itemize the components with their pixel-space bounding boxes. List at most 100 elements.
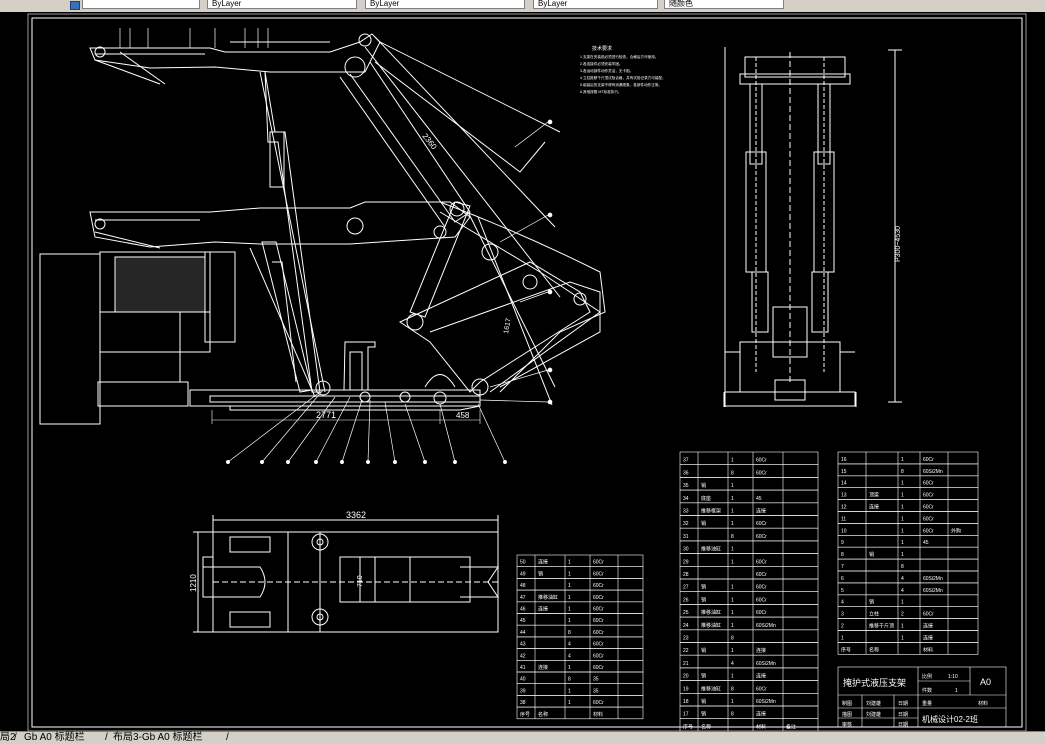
- bom-right-cell: 14: [841, 481, 847, 487]
- bom-left-row: [516, 624, 644, 638]
- bom-mid-cell: 21: [683, 661, 689, 667]
- bom-right-cell: 15: [841, 469, 847, 475]
- bom-right-cell: 1: [901, 528, 904, 534]
- bom-left-cell: 8: [568, 630, 571, 636]
- date-label: 日期: [898, 701, 908, 707]
- bom-left-row: [516, 578, 644, 591]
- bom-right-cell: 1: [841, 635, 844, 641]
- bom-mid-cell: 60Cr: [756, 572, 767, 578]
- bom-mid-cell: 销: [701, 596, 706, 603]
- bom-left-cell: 39: [520, 688, 526, 694]
- bom-mid-cell: 1: [731, 521, 734, 527]
- tab-layout2[interactable]: 局2: [0, 732, 16, 743]
- bom-mid-cell: 60Cr: [756, 559, 767, 565]
- bom-right-cell: 1: [901, 552, 904, 558]
- dim-710: 710: [357, 575, 364, 587]
- bom-mid-header-cell: 材料: [756, 723, 766, 730]
- drawn-by: 刘建雄: [866, 700, 881, 707]
- bom-right-cell: 11: [841, 516, 846, 522]
- layer-icon[interactable]: [70, 1, 80, 10]
- bom-left-header-cell: 材料: [593, 711, 603, 718]
- bom-right-cell: 1: [901, 481, 904, 487]
- plotstyle-combo[interactable]: 随颜色: [664, 0, 784, 9]
- bom-mid-cell: 8: [731, 636, 734, 642]
- bom-mid-cell: 26: [683, 597, 689, 603]
- drawing-title: 掩护式液压支架: [843, 677, 906, 688]
- bom-right-row: [837, 511, 979, 524]
- bom-mid-cell: 连接: [756, 673, 766, 680]
- bom-left-cell: 1: [568, 607, 571, 613]
- bom-right-cell: 60Cr: [923, 493, 934, 499]
- bom-right-row: [837, 487, 979, 500]
- bom-mid-cell: 1: [731, 458, 734, 464]
- bom-right-header: [837, 642, 979, 655]
- outer-frame: [27, 13, 1027, 731]
- bom-right-cell: 60Cr: [923, 457, 934, 463]
- bom-mid-header-cell: 名称: [701, 723, 711, 730]
- svg-text:4.立柱推移千斤顶试验合格，并有试验记录方可装配。: 4.立柱推移千斤顶试验合格，并有试验记录方可装配。: [580, 75, 666, 80]
- bom-mid-cell: 60Cr: [756, 610, 767, 616]
- bom-mid-cell: 1: [731, 559, 734, 565]
- bom-mid-cell: 18: [683, 699, 689, 705]
- svg-text:3.各运动部件动作灵活，无卡阻。: 3.各运动部件动作灵活，无卡阻。: [580, 68, 633, 73]
- scale-label: 比例: [922, 673, 932, 680]
- bom-left-cell: 60Cr: [593, 630, 604, 636]
- school-name: 机械设计02-2班: [922, 714, 978, 724]
- bom-mid-cell: 60Si2Mn: [756, 661, 776, 667]
- bom-left-cell: 40: [520, 677, 526, 683]
- bom-mid-row: [679, 553, 819, 567]
- bom-mid-cell: 推移油缸: [701, 546, 721, 553]
- bom-left-cell: 41: [520, 665, 526, 671]
- bom-right-row: [837, 594, 979, 607]
- bom-right-cell: 连接: [923, 634, 933, 641]
- bom-left-cell: 4: [568, 642, 571, 648]
- linetype-combo[interactable]: ByLayer: [365, 0, 525, 9]
- bom-right-cell: 外购: [951, 527, 961, 534]
- bom-mid-cell: 32: [683, 521, 689, 527]
- bom-mid-cell: 20: [683, 674, 689, 680]
- bom-right-cell: 1: [901, 540, 904, 546]
- bom-mid-cell: 1: [731, 597, 734, 603]
- bom-mid-cell: 8: [731, 534, 734, 540]
- bom-left-cell: 44: [520, 630, 526, 636]
- bom-mid-cell: 60Cr: [756, 597, 767, 603]
- tab-layout3[interactable]: 布局3-Gb A0 标题栏: [113, 732, 203, 743]
- bom-mid-cell: 31: [683, 534, 689, 540]
- bom-right-header-cell: 材料: [923, 646, 933, 653]
- bom-mid-cell: 1: [731, 547, 734, 553]
- bom-mid-cell: 1: [731, 674, 734, 680]
- bom-right-cell: 13: [841, 493, 847, 499]
- title-block: [837, 666, 1007, 728]
- bom-right-cell: 推移千斤顶: [869, 623, 894, 630]
- bom-mid-row: [679, 654, 819, 669]
- bom-left-cell: 60Cr: [593, 653, 604, 659]
- layer-combo[interactable]: [82, 0, 200, 9]
- bom-left-row: [516, 636, 644, 649]
- qty-label: 件数: [922, 687, 932, 694]
- bom-mid-cell: 销: [701, 647, 706, 654]
- tab-gb-a0[interactable]: Gb A0 标题栏: [24, 732, 85, 743]
- bom-right-row: [837, 546, 979, 560]
- bom-left-row: [516, 683, 644, 696]
- bom-left-cell: 47: [520, 595, 526, 601]
- drawing-canvas[interactable]: 2771 458 2360 1617 技术要求 1.支架在安装前必须进行检查，合…: [0, 12, 1045, 731]
- scale-value: 1:10: [948, 674, 958, 680]
- bom-mid-cell: 8: [731, 686, 734, 692]
- bom-right-cell: 7: [841, 564, 844, 570]
- bom-mid-cell: 1: [731, 648, 734, 654]
- bom-left-cell: 60Cr: [593, 607, 604, 613]
- bom-right-cell: 12: [841, 505, 847, 511]
- bom-mid-cell: 23: [683, 636, 689, 642]
- bom-left-row: [516, 589, 644, 603]
- bom-right-cell: 60Si2Mn: [923, 588, 943, 594]
- bom-right-row: [837, 630, 979, 643]
- lineweight-combo[interactable]: ByLayer: [533, 0, 658, 9]
- dimensions: [211, 410, 481, 424]
- bom-left-header-cell: 序号: [520, 711, 530, 718]
- bom-mid-cell: 销: [701, 584, 706, 591]
- bom-mid-cell: 推移油缸: [701, 622, 721, 629]
- color-combo[interactable]: ByLayer: [207, 0, 357, 9]
- cad-drawing[interactable]: 2771 458 2360 1617 技术要求 1.支架在安装前必须进行检查，合…: [0, 12, 1045, 731]
- bom-left-row: [516, 566, 644, 579]
- bom-left-cell: 8: [568, 677, 571, 683]
